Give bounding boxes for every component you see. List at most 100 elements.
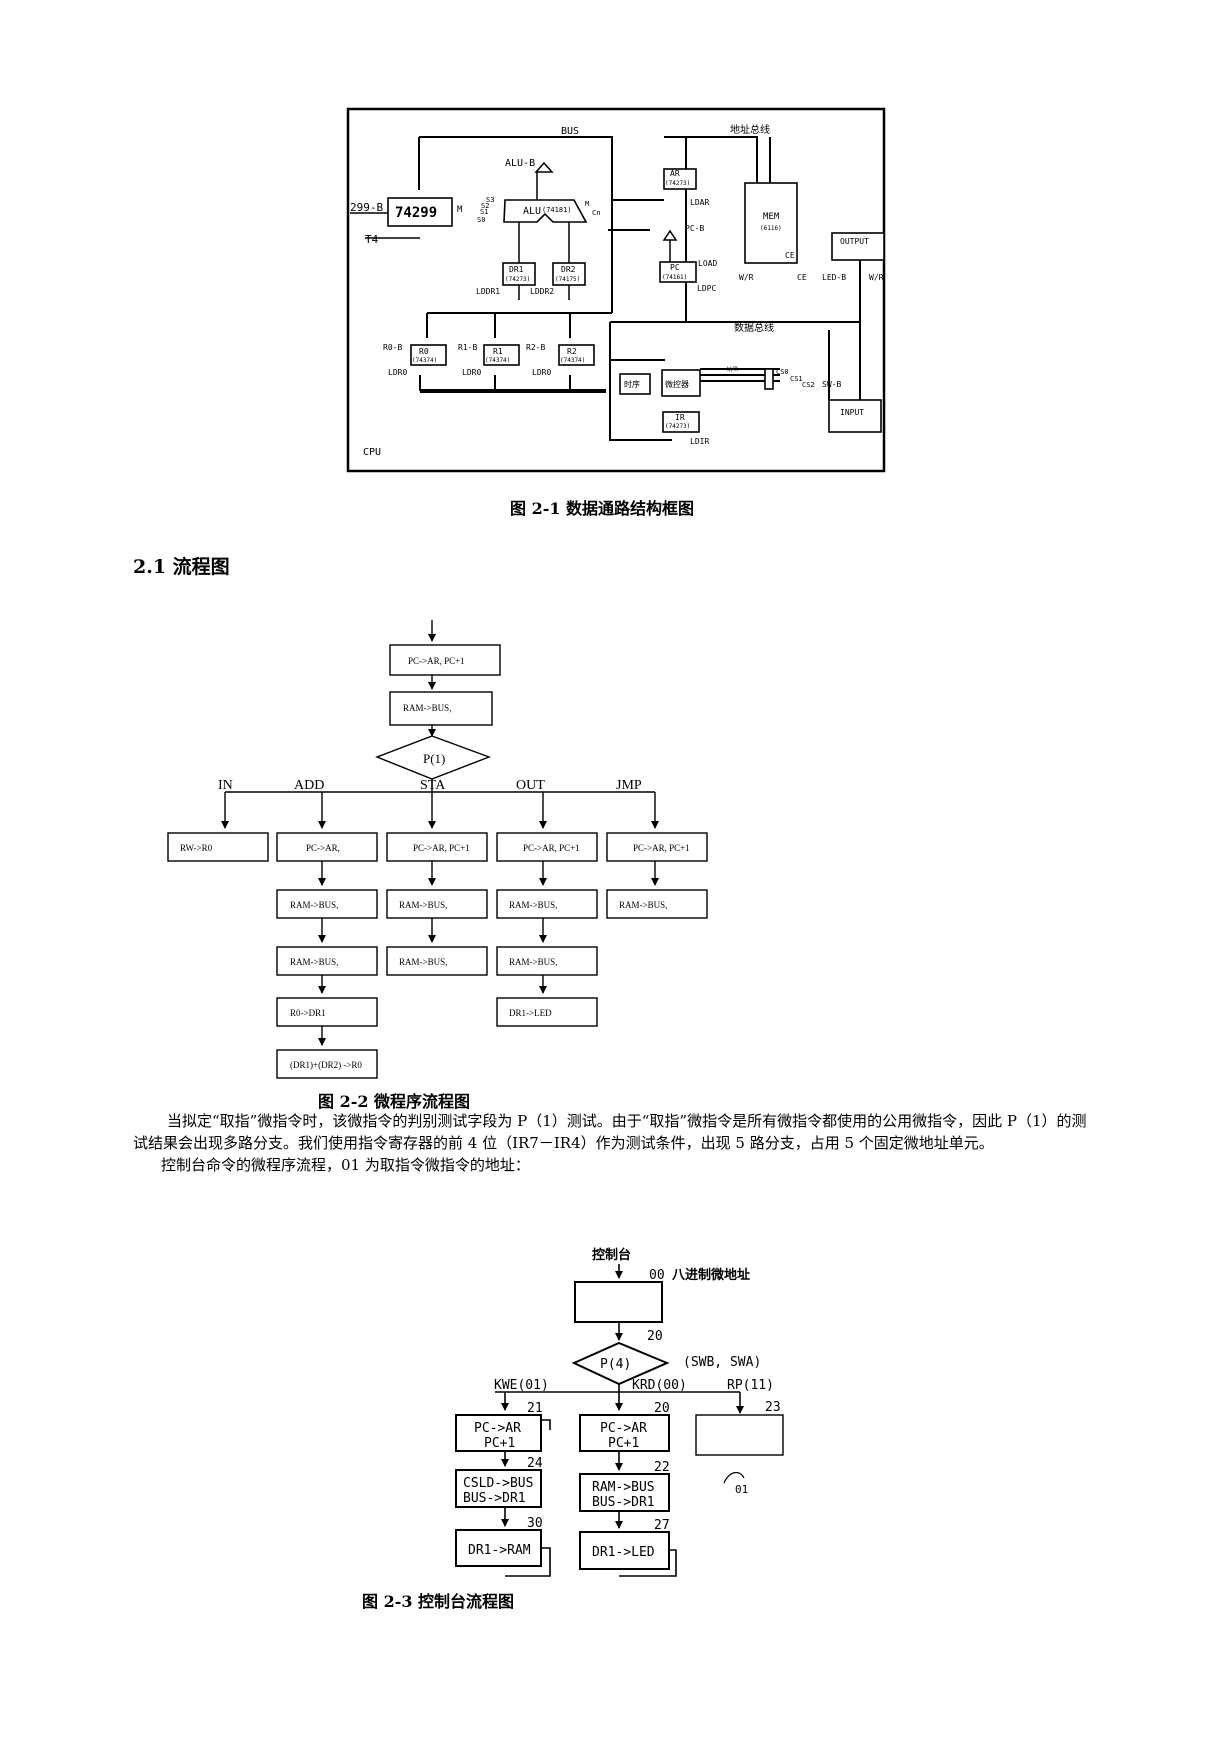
micro-controller-block xyxy=(661,369,701,397)
branch-in: IN xyxy=(218,778,233,793)
svg-text:S2: S2 xyxy=(481,202,489,210)
svg-text:RAM->BUS,: RAM->BUS, xyxy=(290,957,338,967)
svg-text:R2-B: R2-B xyxy=(526,343,545,352)
svg-text:W/R: W/R xyxy=(739,273,754,282)
svg-text:(74374): (74374) xyxy=(560,357,585,364)
svg-text:DR1: DR1 xyxy=(509,265,524,274)
r2-register xyxy=(558,344,595,366)
svg-text:SW-B: SW-B xyxy=(822,380,841,389)
svg-text:R0->DR1: R0->DR1 xyxy=(290,1008,326,1018)
paragraph-1: 当拟定“取指”微指令时，该微指令的判别测试字段为 P（1）测试。由于“取指”微指… xyxy=(133,1112,1087,1152)
svg-text:DR1->LED: DR1->LED xyxy=(509,1008,552,1018)
branch-rp: RP(11) xyxy=(727,1378,774,1393)
svg-text:M: M xyxy=(585,200,589,208)
svg-text:RW->R0: RW->R0 xyxy=(180,843,213,853)
paragraph-2: 控制台命令的微程序流程，01 为取指令微指令的地址： xyxy=(161,1156,530,1174)
svg-text:ALU-B: ALU-B xyxy=(505,158,535,169)
microprogram-flowchart: PC->AR, PC+1 RAM->BUS, P(1) IN ADD STA O… xyxy=(167,620,708,1079)
figure1-caption: 图 2-1 数据通路结构框图 xyxy=(510,499,695,518)
input-block xyxy=(828,399,882,433)
svg-text:LDIR: LDIR xyxy=(690,437,709,446)
svg-text:DR1->RAM: DR1->RAM xyxy=(468,1543,531,1558)
svg-text:RAM->BUS,: RAM->BUS, xyxy=(399,957,447,967)
svg-text:PC: PC xyxy=(670,263,680,272)
branch-krd: KRD(00) xyxy=(632,1378,687,1393)
console-start-box xyxy=(574,1281,663,1323)
svg-text:CS2: CS2 xyxy=(802,381,815,389)
svg-text:LDDR2: LDDR2 xyxy=(530,287,554,296)
branch-add: ADD xyxy=(294,778,324,793)
cs-connector xyxy=(764,368,774,390)
svg-text:LDDR1: LDDR1 xyxy=(476,287,500,296)
svg-text:AR: AR xyxy=(670,169,680,178)
r0-register xyxy=(410,344,447,366)
decision-label: P(1) xyxy=(423,751,445,766)
svg-text:PC-B: PC-B xyxy=(685,224,704,233)
cpu-label: CPU xyxy=(363,447,381,458)
svg-text:R2: R2 xyxy=(567,347,577,356)
svg-text:(74273): (74273) xyxy=(665,180,690,187)
figure2-caption: 图 2-2 微程序流程图 xyxy=(318,1092,471,1111)
body-paragraph: 当拟定“取指”微指令时，该微指令的判别测试字段为 P（1）测试。由于“取指”微指… xyxy=(133,1110,1101,1176)
mem-block xyxy=(744,182,798,264)
branch-kwe: KWE(01) xyxy=(494,1378,549,1393)
svg-text:LDR0: LDR0 xyxy=(388,368,407,377)
svg-text:RAM->BUS,: RAM->BUS, xyxy=(399,900,447,910)
svg-text:RAM->BUS,: RAM->BUS, xyxy=(290,900,338,910)
svg-text:RAM->BUS,: RAM->BUS, xyxy=(509,957,557,967)
fetch-box-2 xyxy=(389,691,493,726)
svg-text:(74175): (74175) xyxy=(555,276,580,283)
svg-text:299-B: 299-B xyxy=(350,201,383,214)
svg-text:PC->AR: PC->AR xyxy=(474,1421,521,1436)
svg-text:(74374): (74374) xyxy=(485,357,510,364)
p4-label: P(4) xyxy=(600,1357,631,1372)
svg-text:30: 30 xyxy=(527,1516,543,1531)
svg-text:PC->AR, PC+1: PC->AR, PC+1 xyxy=(413,843,470,853)
svg-text:RAM->BUS,: RAM->BUS, xyxy=(619,900,667,910)
svg-text:W/R: W/R xyxy=(727,366,738,373)
svg-text:时序: 时序 xyxy=(624,379,640,389)
svg-text:(74374): (74374) xyxy=(412,357,437,364)
svg-text:(74161): (74161) xyxy=(662,274,687,281)
data-bus-label: 数据总线 xyxy=(734,321,774,334)
bus-label: BUS xyxy=(561,126,579,137)
svg-text:01: 01 xyxy=(735,1483,748,1496)
svg-text:CSLD->BUS: CSLD->BUS xyxy=(463,1476,533,1491)
svg-text:PC+1: PC+1 xyxy=(484,1436,515,1451)
ar-register xyxy=(663,168,697,190)
svg-text:PC+1: PC+1 xyxy=(608,1436,639,1451)
svg-text:(74181): (74181) xyxy=(542,206,572,214)
shifter-74299 xyxy=(387,197,453,227)
svg-text:74299: 74299 xyxy=(395,205,437,221)
svg-text:RAM->BUS: RAM->BUS xyxy=(592,1480,655,1495)
svg-text:S1: S1 xyxy=(480,208,488,216)
svg-text:LDPC: LDPC xyxy=(697,284,716,293)
svg-text:S0: S0 xyxy=(477,216,485,224)
svg-text:27: 27 xyxy=(654,1518,670,1533)
ir-register xyxy=(662,411,700,433)
svg-text:R0: R0 xyxy=(419,347,429,356)
section-heading: 2.1 流程图 xyxy=(133,556,230,578)
svg-text:21: 21 xyxy=(527,1401,543,1416)
svg-text:LDR0: LDR0 xyxy=(532,368,551,377)
svg-text:微控器: 微控器 xyxy=(665,379,689,389)
svg-text:S3: S3 xyxy=(486,196,494,204)
svg-text:00: 00 xyxy=(649,1268,665,1283)
svg-text:T4: T4 xyxy=(365,233,379,246)
svg-text:LED-B: LED-B xyxy=(822,273,846,282)
svg-text:CE: CE xyxy=(797,273,807,282)
svg-text:22: 22 xyxy=(654,1460,670,1475)
svg-text:R0-B: R0-B xyxy=(383,343,402,352)
svg-text:(74273): (74273) xyxy=(665,423,690,430)
figure3-caption: 图 2-3 控制台流程图 xyxy=(362,1592,515,1611)
svg-text:(74273): (74273) xyxy=(505,276,530,283)
alu-block xyxy=(503,199,588,223)
svg-text:24: 24 xyxy=(527,1456,543,1471)
svg-text:R1-B: R1-B xyxy=(458,343,477,352)
svg-text:PC->AR,: PC->AR, xyxy=(306,843,340,853)
fetch-step-2: RAM->BUS, xyxy=(403,703,451,713)
svg-text:BUS->DR1: BUS->DR1 xyxy=(592,1495,655,1510)
svg-text:CS0: CS0 xyxy=(776,368,789,376)
